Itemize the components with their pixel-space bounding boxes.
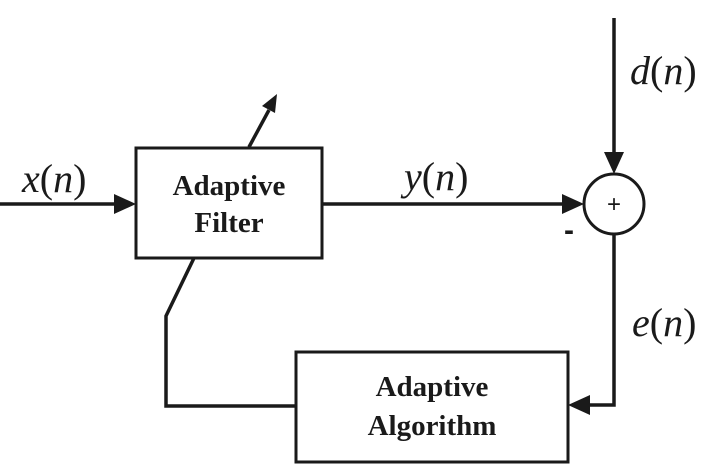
input-arrowhead — [114, 194, 136, 214]
output-arrowhead — [562, 194, 584, 214]
error-arrowhead — [568, 395, 590, 415]
adaptive-algorithm-label-line1: Adaptive — [376, 371, 489, 403]
desired-signal-label: d(n) — [630, 48, 697, 93]
adaptive-filter-label-line1: Adaptive — [173, 170, 286, 202]
adaptive-filter-block — [134, 146, 324, 260]
error-signal-label: e(n) — [632, 300, 696, 345]
feedback-wire — [164, 257, 296, 408]
input-signal-label: x(n) — [21, 156, 86, 201]
output-signal-label: y(n) — [400, 154, 468, 199]
adaptive-algorithm-label-line2: Algorithm — [368, 410, 497, 442]
plus-sign: + — [607, 191, 621, 218]
adaptation-arrow-shaft — [247, 109, 271, 148]
adaptive-algorithm-block — [294, 350, 570, 464]
adaptive-filter-label-line2: Filter — [194, 207, 263, 239]
minus-sign: - — [564, 214, 574, 247]
desired-arrowhead — [604, 152, 624, 174]
adaptation-arrowhead — [262, 94, 277, 113]
error-wire — [586, 234, 616, 407]
